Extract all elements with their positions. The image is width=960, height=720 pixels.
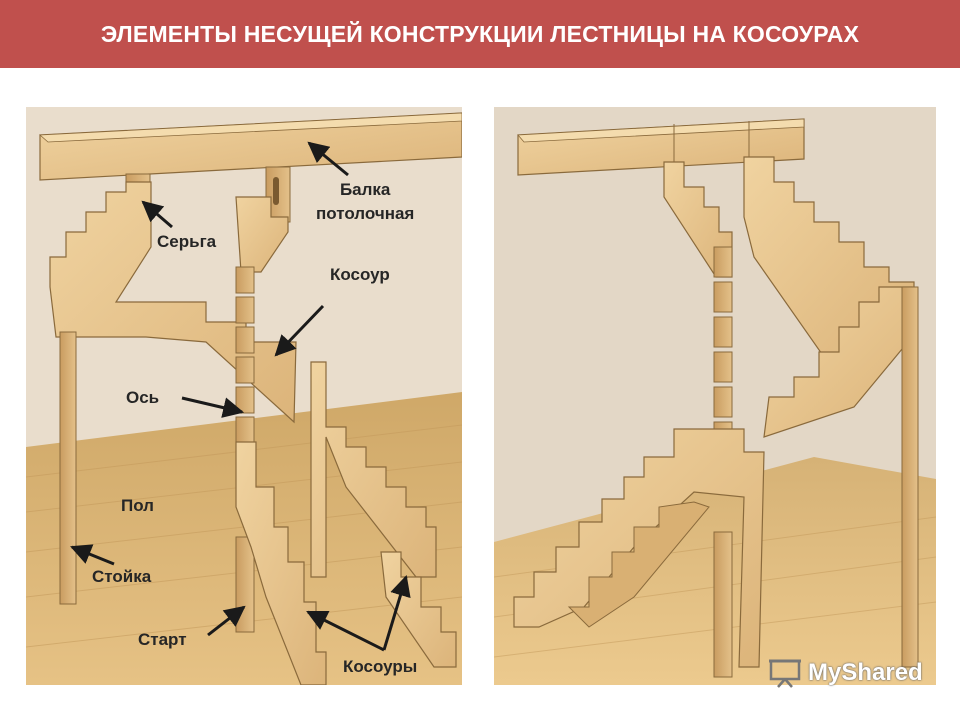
label-start: Старт [138,630,187,649]
label-post: Стойка [92,567,152,586]
page-title: ЭЛЕМЕНТЫ НЕСУЩЕЙ КОНСТРУКЦИИ ЛЕСТНИЦЫ НА… [100,20,860,47]
header-banner: ЭЛЕМЕНТЫ НЕСУЩЕЙ КОНСТРУКЦИИ ЛЕСТНИЦЫ НА… [0,0,960,68]
lower-stringer-left [235,441,327,685]
inner-stringer-right [567,501,710,628]
arrow-start [207,605,246,637]
left-staircase-illustration [26,107,462,685]
label-stringer: Косоур [330,265,390,284]
label-earring: Серьга [157,232,217,251]
watermark: MyShared [768,655,923,691]
arrow-axis [181,396,245,418]
arrow-stringer [274,304,325,357]
label-floor: Пол [121,496,154,515]
arrow-stringers-2 [382,574,411,651]
arrow-ceiling-beam [307,141,349,177]
label-ceiling-beam-line2: потолочная [316,204,415,223]
watermark-text: MyShared [808,659,923,686]
post-right [901,286,919,668]
right-staircase-illustration [494,107,936,685]
label-ceiling-beam-line1: Балка [339,180,391,199]
label-ceiling-beam: Балка потолочная [316,178,414,226]
left-staircase-diagram: Балка потолочная Серьга Косоур Ось Пол С… [26,107,462,685]
right-staircase-diagram [494,107,936,685]
label-axis: Ось [126,388,160,407]
arrow-post [70,544,115,566]
arrow-earring [141,200,173,229]
middle-stringer [310,361,437,578]
projector-screen-icon [769,659,801,688]
arrow-stringers-1 [306,610,385,652]
post [59,331,77,605]
label-stringers: Косоуры [343,657,418,676]
upper-stringer [49,181,297,424]
